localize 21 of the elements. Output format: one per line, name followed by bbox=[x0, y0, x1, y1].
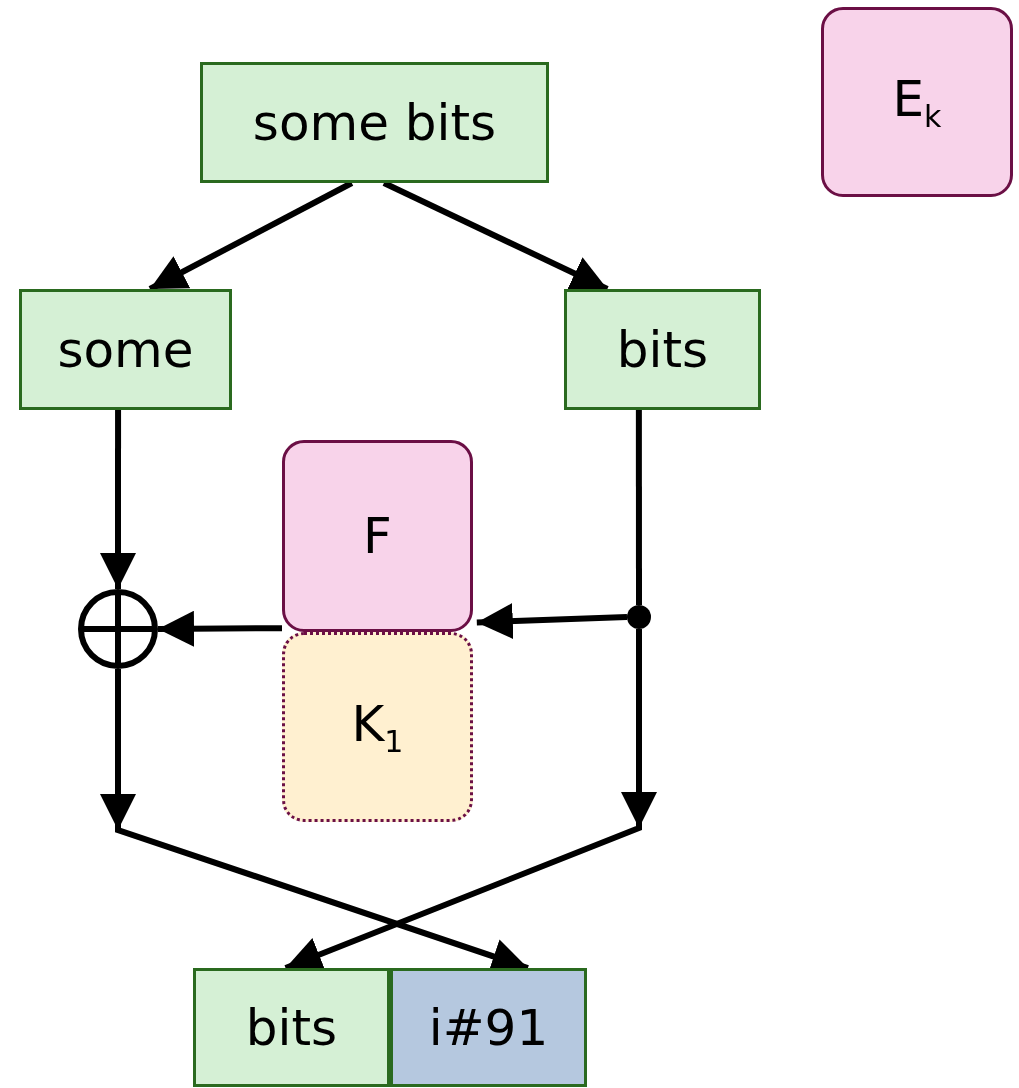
arrow bbox=[100, 410, 136, 589]
node-label: E$_{k}$ bbox=[892, 70, 942, 134]
node-label: K$_{1}$ bbox=[351, 695, 404, 759]
function-box bbox=[821, 7, 1013, 197]
process-box bbox=[390, 968, 587, 1087]
node-label: some bbox=[57, 320, 194, 379]
key-box bbox=[282, 632, 473, 822]
process-box bbox=[564, 289, 761, 410]
node-label: i#91 bbox=[428, 998, 549, 1057]
node-label: F bbox=[363, 507, 392, 565]
node-label: bits bbox=[245, 998, 338, 1057]
function-box bbox=[282, 440, 473, 632]
process-box bbox=[193, 968, 390, 1087]
node-label: some bits bbox=[252, 93, 497, 152]
arrow bbox=[476, 603, 628, 640]
arrow bbox=[157, 610, 283, 647]
process-box bbox=[200, 62, 549, 183]
xor-symbol bbox=[78, 589, 158, 669]
node-label: bits bbox=[616, 320, 709, 379]
process-box bbox=[19, 289, 232, 410]
junction-dot bbox=[627, 605, 651, 629]
